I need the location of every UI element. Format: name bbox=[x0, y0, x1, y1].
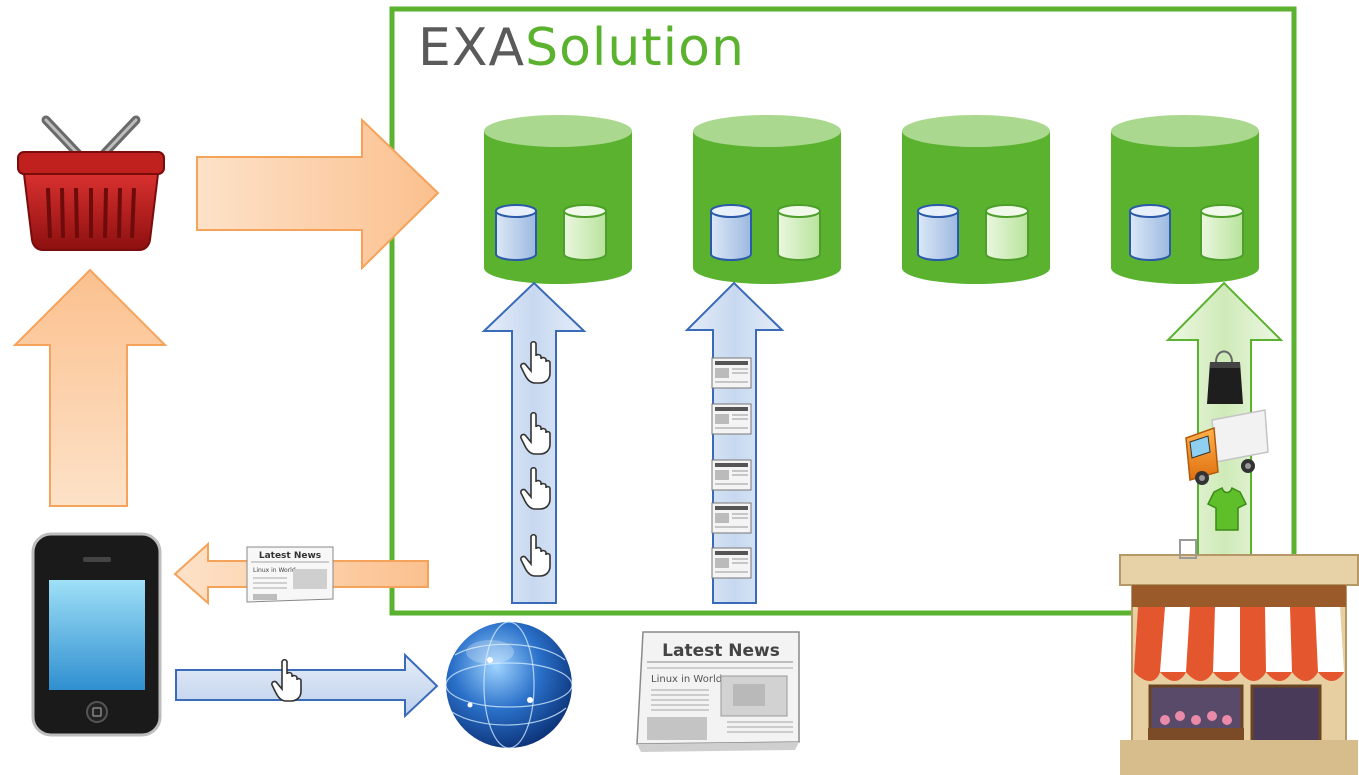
database-node-2 bbox=[693, 115, 841, 284]
db-shard-green bbox=[563, 204, 607, 261]
arrow-basket-to-database bbox=[196, 117, 440, 271]
newspaper-icon bbox=[711, 547, 752, 579]
pointer-hand-icon bbox=[520, 466, 551, 510]
database-node-4 bbox=[1111, 115, 1259, 284]
shopping-bag-icon bbox=[1207, 350, 1243, 404]
pointer-hand-icon bbox=[520, 340, 551, 384]
db-shard-blue bbox=[1129, 204, 1171, 261]
db-shard-green bbox=[1200, 204, 1244, 261]
db-shard-green bbox=[985, 204, 1029, 261]
arrow-phone-to-web bbox=[175, 652, 439, 719]
newspaper-icon bbox=[711, 459, 752, 491]
db-shard-green bbox=[777, 204, 821, 261]
small-news-section: Linux in World bbox=[253, 567, 296, 574]
newspaper-small-icon: Latest News Linux in World bbox=[246, 546, 334, 603]
newspaper-icon bbox=[711, 502, 752, 534]
exasolution-logo: EXASolution bbox=[418, 22, 745, 74]
shopping-basket-icon bbox=[17, 115, 165, 251]
exasolution-frame bbox=[389, 6, 1297, 616]
database-node-3 bbox=[902, 115, 1050, 284]
small-news-headline: Latest News bbox=[259, 551, 321, 561]
pointer-hand-icon bbox=[271, 658, 302, 702]
db-shard-blue bbox=[710, 204, 752, 261]
news-headline: Latest News bbox=[662, 641, 780, 661]
storefront-icon bbox=[1119, 539, 1359, 775]
brand-suffix: Solution bbox=[525, 18, 745, 78]
smartphone-icon bbox=[31, 532, 162, 737]
newspaper-large-icon: Latest News Linux in World bbox=[636, 631, 800, 752]
pointer-hand-icon bbox=[520, 533, 551, 577]
newspaper-icon bbox=[711, 357, 752, 389]
database-node-1 bbox=[484, 115, 632, 284]
pointer-hand-icon bbox=[520, 411, 551, 455]
shirt-icon bbox=[1206, 486, 1248, 531]
globe-icon bbox=[445, 621, 573, 749]
news-section: Linux in World bbox=[651, 674, 722, 685]
db-shard-blue bbox=[495, 204, 537, 261]
brand-prefix: EXA bbox=[418, 18, 526, 78]
newspaper-icon bbox=[711, 403, 752, 435]
arrow-phone-to-basket bbox=[12, 268, 168, 507]
arrow-news-to-node-2 bbox=[684, 281, 785, 604]
delivery-truck-icon bbox=[1185, 409, 1269, 485]
db-shard-blue bbox=[917, 204, 959, 261]
